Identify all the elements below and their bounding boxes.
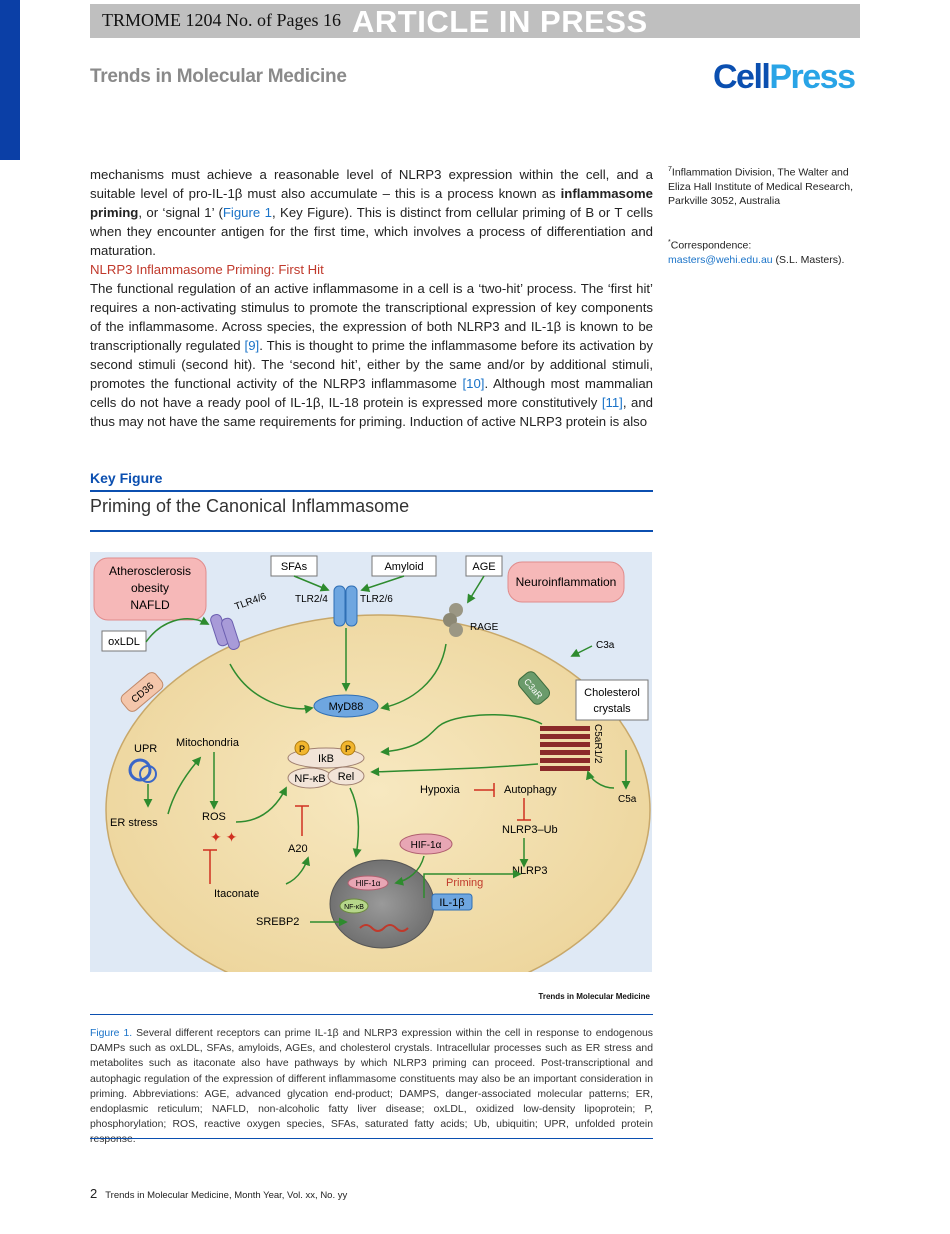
atherosclerosis-box: Atherosclerosis obesity NAFLD bbox=[93, 557, 207, 621]
hypoxia-label: Hypoxia bbox=[420, 784, 461, 796]
svg-text:HIF-1α: HIF-1α bbox=[356, 879, 381, 888]
hif1a-node: HIF-1α bbox=[399, 833, 453, 855]
il1b-node: IL-1β bbox=[431, 893, 473, 911]
er-stress-label: ER stress bbox=[110, 817, 158, 829]
paragraph-priming-intro: mechanisms must achieve a reasonable lev… bbox=[90, 167, 653, 258]
svg-text:SFAs: SFAs bbox=[281, 561, 308, 573]
neuroinflammation-box: Neuroinflammation bbox=[507, 561, 625, 603]
svg-text:crystals: crystals bbox=[593, 703, 631, 715]
reference-link[interactable]: [9] bbox=[244, 338, 260, 353]
svg-text:TLR2/6: TLR2/6 bbox=[360, 594, 393, 605]
sidebar-accent-bar bbox=[0, 0, 20, 160]
caption-top-rule bbox=[90, 1014, 653, 1015]
svg-text:RAGE: RAGE bbox=[470, 622, 499, 633]
svg-text:NF-κB: NF-κB bbox=[344, 904, 364, 911]
svg-text:Rel: Rel bbox=[338, 771, 355, 783]
article-banner: TRMOME 1204 No. of Pages 16 ARTICLE IN P… bbox=[90, 4, 860, 39]
svg-text:C5aR1/2: C5aR1/2 bbox=[592, 724, 603, 764]
a20-label: A20 bbox=[288, 843, 308, 855]
figure-credit: Trends in Molecular Medicine bbox=[538, 992, 650, 1001]
svg-text:Amyloid: Amyloid bbox=[384, 561, 423, 573]
nucleus-nfkb: NF-κB bbox=[339, 898, 369, 914]
reference-link[interactable]: [11] bbox=[601, 395, 623, 410]
paragraph-first-hit: The functional regulation of an active i… bbox=[90, 281, 653, 429]
cellpress-logo: CellPress bbox=[713, 58, 856, 96]
priming-label: Priming bbox=[446, 877, 483, 889]
svg-text:HIF-1α: HIF-1α bbox=[411, 840, 442, 851]
nucleus-hif1a: HIF-1α bbox=[347, 875, 389, 891]
ros-sparks-icon: ✦ ✦ bbox=[210, 829, 238, 845]
svg-text:NAFLD: NAFLD bbox=[130, 598, 170, 612]
upr-cluster bbox=[128, 758, 157, 783]
c3ar-receptor: C3aR bbox=[518, 671, 550, 705]
svg-text:TLR2/4: TLR2/4 bbox=[295, 594, 328, 605]
journal-name: Trends in Molecular Medicine bbox=[90, 66, 347, 87]
cholesterol-crystals-box: Cholesterol crystals bbox=[575, 679, 649, 721]
amyloid-box: Amyloid bbox=[371, 555, 437, 577]
dna-strand bbox=[359, 924, 409, 932]
figure-caption: Figure 1. Several different receptors ca… bbox=[90, 1028, 653, 1146]
svg-text:NF-κB: NF-κB bbox=[294, 773, 325, 785]
svg-text:IkB: IkB bbox=[318, 753, 334, 765]
manuscript-id: TRMOME 1204 No. of Pages 16 bbox=[102, 10, 341, 30]
page-number: 2 bbox=[90, 1186, 98, 1201]
activation-arrows bbox=[143, 575, 631, 927]
svg-text:P: P bbox=[345, 744, 351, 754]
c5a-label: C5a bbox=[618, 794, 637, 805]
rage-receptor: RAGE bbox=[443, 603, 499, 637]
inhibition-lines bbox=[203, 783, 531, 884]
correspondence-note: *Correspondence:masters@wehi.edu.au (S.L… bbox=[668, 239, 845, 266]
svg-text:oxLDL: oxLDL bbox=[108, 636, 140, 648]
svg-text:P: P bbox=[299, 744, 305, 754]
nfkb-complex: IkB P P NF-κB Rel bbox=[287, 740, 365, 789]
sfas-box: SFAs bbox=[270, 555, 318, 577]
affiliation-note: 7Inflammation Division, The Walter and E… bbox=[668, 166, 853, 207]
caption-bottom-rule bbox=[90, 1138, 653, 1139]
article-in-press-label: ARTICLE IN PRESS bbox=[352, 4, 648, 39]
svg-text:Atherosclerosis: Atherosclerosis bbox=[109, 564, 191, 578]
key-figure-top-rule bbox=[90, 490, 653, 492]
key-figure-title: Priming of the Canonical Inflammasome bbox=[90, 496, 410, 516]
mitochondria-label: Mitochondria bbox=[176, 737, 240, 749]
priming-diagram: Atherosclerosis obesity NAFLD Neuroinfla… bbox=[90, 552, 652, 972]
reference-link[interactable]: [10] bbox=[462, 376, 485, 391]
cell-body bbox=[105, 614, 651, 972]
ros-label: ROS bbox=[202, 811, 226, 823]
page-footer: 2 Trends in Molecular Medicine, Month Yea… bbox=[90, 1186, 347, 1201]
svg-text:AGE: AGE bbox=[472, 561, 495, 573]
nlrp3-label: NLRP3 bbox=[512, 865, 547, 877]
autophagy-label: Autophagy bbox=[504, 784, 557, 796]
svg-text:Neuroinflammation: Neuroinflammation bbox=[516, 575, 617, 589]
c3a-label: C3a bbox=[596, 640, 615, 651]
itaconate-label: Itaconate bbox=[214, 888, 259, 900]
key-figure-bottom-rule bbox=[90, 530, 653, 532]
c5ar-receptor: C5aR1/2 bbox=[540, 724, 603, 771]
key-figure-label: Key Figure bbox=[90, 470, 163, 486]
svg-text:IL-1β: IL-1β bbox=[439, 897, 464, 909]
age-box: AGE bbox=[465, 555, 503, 577]
svg-text:Cholesterol: Cholesterol bbox=[584, 687, 640, 699]
footer-citation: Trends in Molecular Medicine, Month Year… bbox=[105, 1190, 348, 1201]
svg-text:MyD88: MyD88 bbox=[329, 701, 364, 713]
oxldl-box: oxLDL bbox=[101, 630, 147, 652]
figure-1-link[interactable]: Figure 1 bbox=[222, 205, 272, 220]
section-subheading: NLRP3 Inflammasome Priming: First Hit bbox=[90, 262, 324, 277]
correspondence-email-link[interactable]: masters@wehi.edu.au bbox=[668, 253, 773, 266]
svg-text:obesity: obesity bbox=[131, 581, 169, 595]
nlrp3-ub-label: NLRP3–Ub bbox=[502, 824, 558, 836]
myd88-node: MyD88 bbox=[313, 694, 379, 718]
srebp2-label: SREBP2 bbox=[256, 916, 299, 928]
upr-label: UPR bbox=[134, 743, 157, 755]
tlr2-receptor: TLR2/4 TLR2/6 bbox=[295, 585, 393, 627]
